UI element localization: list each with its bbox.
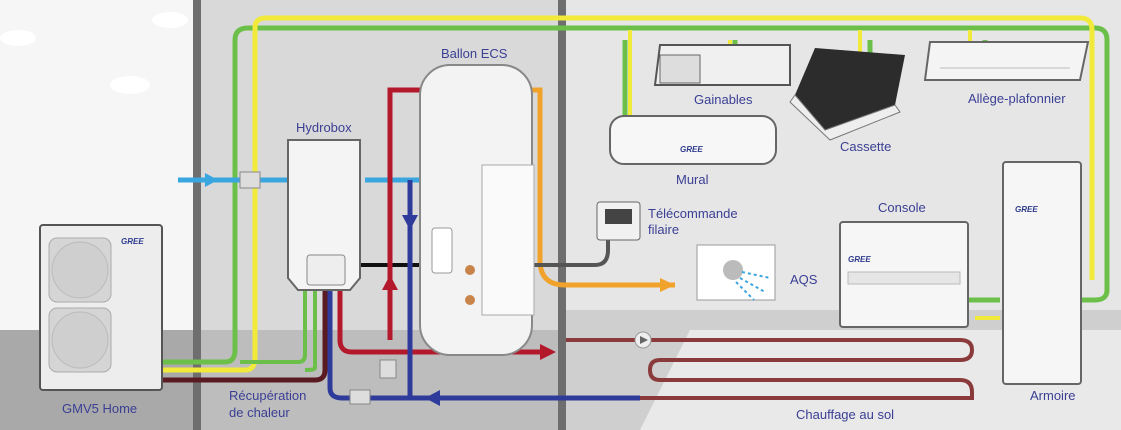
label-hydrobox: Hydrobox bbox=[296, 120, 352, 135]
ducted-unit bbox=[653, 44, 791, 86]
svg-text:GREE: GREE bbox=[1015, 205, 1038, 214]
red-heating-flow bbox=[337, 290, 548, 355]
svg-text:GREE: GREE bbox=[848, 255, 871, 264]
hydrobox-unit bbox=[287, 139, 361, 291]
label-aqs: AQS bbox=[790, 272, 818, 287]
gmv5-outdoor-unit: GREE bbox=[39, 224, 163, 391]
ceiling-floor-unit bbox=[923, 41, 1090, 81]
svg-text:GREE: GREE bbox=[680, 145, 703, 154]
label-console: Console bbox=[878, 200, 926, 215]
gree-logo: GREE bbox=[121, 237, 144, 246]
wall-left bbox=[193, 0, 201, 430]
arrow-right-icon bbox=[205, 173, 218, 187]
label-cassette: Cassette bbox=[840, 139, 891, 154]
cabinet-unit: GREE bbox=[1002, 161, 1082, 385]
blue-heating-return bbox=[327, 290, 640, 401]
label-mural: Mural bbox=[676, 172, 709, 187]
hot-water-pipe bbox=[530, 87, 675, 288]
yellow-refrigerant-pipe bbox=[160, 15, 1095, 373]
shower-head-icon bbox=[696, 244, 776, 301]
wall-unit: GREE bbox=[609, 115, 777, 165]
three-way-valve-icon bbox=[379, 359, 397, 379]
label-telecommande: Télécommande bbox=[648, 206, 738, 221]
label-recuperation: Récupération bbox=[229, 388, 306, 403]
label-gmv5-home: GMV5 Home bbox=[62, 401, 137, 416]
cassette-unit bbox=[789, 48, 905, 141]
wall-right bbox=[558, 0, 566, 430]
remote-cable bbox=[530, 240, 610, 267]
label-filaire: filaire bbox=[648, 222, 679, 237]
label-de-chaleur: de chaleur bbox=[229, 405, 290, 420]
valve-icon bbox=[239, 171, 261, 189]
cloud-icon bbox=[0, 12, 188, 94]
label-chauffage-au-sol: Chauffage au sol bbox=[796, 407, 894, 422]
label-ballon-ecs: Ballon ECS bbox=[441, 46, 508, 61]
label-gainables: Gainables bbox=[694, 92, 753, 107]
green-refrigerant-pipe bbox=[160, 25, 1110, 365]
hot-water-tank bbox=[419, 64, 535, 356]
filter-icon bbox=[349, 389, 371, 405]
label-allege-plafonnier: Allège-plafonnier bbox=[968, 91, 1066, 106]
label-armoire: Armoire bbox=[1030, 388, 1076, 403]
wired-remote bbox=[596, 201, 641, 241]
floor-heating-coil bbox=[420, 338, 975, 400]
console-unit: GREE bbox=[839, 221, 969, 328]
heat-recovery-pipe bbox=[160, 290, 328, 383]
